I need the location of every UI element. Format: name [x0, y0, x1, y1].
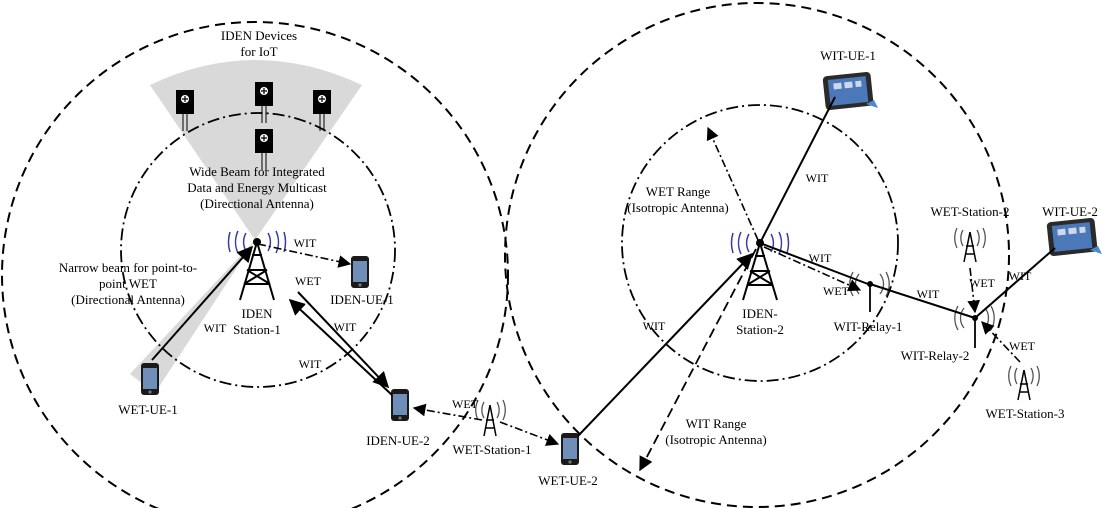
- wit-link-label: WIT: [294, 236, 317, 250]
- wet-link-label: WET: [969, 276, 996, 290]
- cell-2-wit-range: [504, 2, 1010, 508]
- cell-2-wet-range: [621, 104, 899, 382]
- link-wet-station-1-iden-ue-2: [412, 403, 483, 421]
- iden-devices-label-line-1: IDEN Devices: [221, 28, 297, 43]
- iden-station-2-label-line-1: IDEN-: [742, 306, 777, 321]
- iden-devices-label-line-2: for IoT: [240, 44, 277, 59]
- wit-range-label-line-1: WIT Range: [686, 416, 747, 431]
- iden-ue-1-label: IDEN-UE-1: [330, 292, 394, 307]
- wide-beam-label-line-1: Wide Beam for Integrated: [189, 164, 325, 179]
- wet-range-pointer: [706, 126, 759, 241]
- wet-ue-1-label: WET-UE-1: [118, 402, 177, 417]
- wet-station-2-tower-icon: [954, 227, 986, 263]
- wit-relay-1-label: WIT-Relay-1: [834, 319, 903, 334]
- iden-station-1-label-line-2: Station-1: [233, 322, 281, 337]
- wet-station-2-label: WET-Station-2: [931, 204, 1010, 219]
- wit-ue-2-tablet-icon: [1046, 217, 1102, 257]
- wit-link-label: WIT: [917, 287, 940, 301]
- wit-link-label: WIT: [806, 171, 829, 185]
- wet-station-1-tower-icon: [475, 399, 506, 437]
- iden-station-2-label-line-2: Station-2: [736, 322, 784, 337]
- wet-ue-1-phone-icon: [141, 363, 159, 395]
- link-wet-station-2-relay-2: [967, 267, 981, 314]
- wit-link-label: WIT: [1009, 269, 1032, 283]
- wit-relay-2-icon: [954, 305, 995, 348]
- wet-range-label-line-2: (Isotropic Antenna): [627, 200, 728, 215]
- link-wit-station1-to-iden-ue-2: [297, 291, 390, 389]
- wit-relay-2-label: WIT-Relay-2: [901, 348, 970, 363]
- wet-station-3-label: WET-Station-3: [986, 406, 1065, 421]
- wet-link-label: WET: [823, 284, 850, 298]
- link-wit-station2-relay-1: [759, 242, 869, 285]
- cell-1-wet-range: [1, 21, 509, 508]
- wide-beam-label-line-2: Data and Energy Multicast: [187, 180, 327, 195]
- link-wit-station1-wet-ue-1: [151, 245, 254, 361]
- iden-ue-2-label: IDEN-UE-2: [366, 433, 430, 448]
- link-wit-station2-wit-ue-1: [759, 96, 836, 244]
- wet-range-label-line-1: WET Range: [646, 184, 711, 199]
- wet-link-label: WET: [295, 274, 322, 288]
- wit-link-label: WIT: [204, 321, 227, 335]
- iden-station-2-tower-icon: [730, 231, 790, 301]
- narrow-beam-label-line-2: point WET: [99, 276, 157, 291]
- wit-range-label-line-2: (Isotropic Antenna): [665, 432, 766, 447]
- link-wit-iden-ue-2-to-station1: [288, 298, 393, 396]
- link-wit-relay-1-relay-2: [869, 283, 976, 319]
- link-wet-station-3-relay-2: [981, 321, 1021, 363]
- iden-station-1-label-line-1: IDEN: [241, 306, 273, 321]
- wit-ue-1-label: WIT-UE-1: [820, 48, 876, 63]
- narrow-beam-label-line-1: Narrow beam for point-to-: [59, 260, 197, 275]
- iden-ue-1-phone-icon: [351, 256, 369, 288]
- iden-station-1-tower-icon: [227, 230, 287, 301]
- wet-station-3-tower-icon: [1008, 365, 1040, 401]
- wit-relay-1-icon: [849, 271, 890, 312]
- wet-ue-2-phone-icon: [561, 433, 579, 465]
- link-wet-station-1-wet-ue-2: [499, 421, 560, 446]
- wet-link-label: WET: [1009, 339, 1036, 353]
- wit-link-label: WIT: [334, 320, 357, 334]
- wit-range-pointer: [639, 248, 757, 472]
- wide-beam-label-line-3: (Directional Antenna): [200, 196, 314, 211]
- wet-station-1-label: WET-Station-1: [453, 442, 532, 457]
- cell-1-inner-range: [120, 112, 396, 388]
- narrow-beam-label-line-3: (Directional Antenna): [71, 292, 185, 307]
- wit-ue-2-label: WIT-UE-2: [1042, 204, 1098, 219]
- iden-ue-2-phone-icon: [391, 389, 409, 421]
- wit-link-label: WIT: [809, 251, 832, 265]
- link-wet-station2-relay-1: [763, 246, 862, 292]
- link-wit-wet-ue-2-to-station2: [577, 252, 754, 437]
- wet-ue-2-label: WET-UE-2: [538, 473, 597, 488]
- wit-link-label: WIT: [643, 319, 666, 333]
- wet-link-label: WET: [452, 397, 479, 411]
- wit-link-label: WIT: [299, 357, 322, 371]
- link-wit-relay-2-wit-ue-2: [974, 247, 1056, 319]
